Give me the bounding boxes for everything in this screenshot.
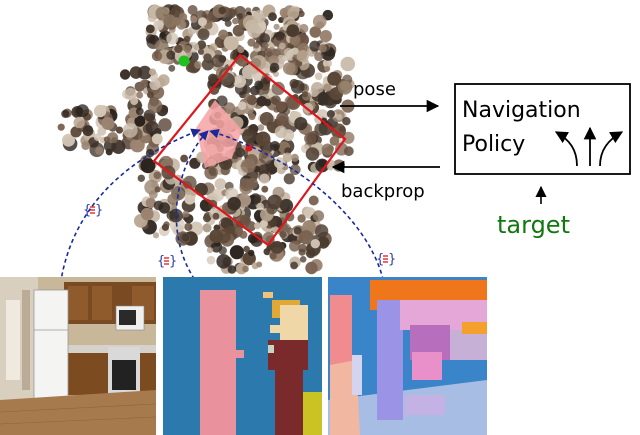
rgb-link <box>57 128 201 319</box>
pose-label: pose <box>353 79 396 100</box>
policy-title-line2: Policy <box>462 132 525 157</box>
branching-arrows-icon <box>554 126 624 167</box>
feature-vector-icon: { } <box>376 252 396 267</box>
instance-segmentation-image <box>328 277 487 435</box>
navigation-policy-box: Navigation Policy <box>454 83 631 175</box>
agent-marker <box>245 144 253 152</box>
svg-text:}: } <box>169 254 177 269</box>
svg-text:}: } <box>388 252 396 267</box>
goal-marker <box>178 55 190 67</box>
point-cloud-map <box>57 4 356 275</box>
target-label: target <box>497 211 570 239</box>
svg-text:{: { <box>157 254 165 269</box>
svg-text:}: } <box>95 203 103 218</box>
svg-text:{: { <box>376 252 384 267</box>
semantic-segmentation-image <box>163 277 322 435</box>
rgb-kitchen-image <box>0 277 156 435</box>
svg-text:{: { <box>83 203 91 218</box>
policy-title-line1: Navigation <box>462 98 581 123</box>
feature-vector-icon: { } <box>157 254 177 269</box>
target-arrow: target <box>497 185 570 239</box>
backprop-label: backprop <box>341 181 425 202</box>
pose-arrow: pose <box>340 79 440 113</box>
feature-vector-icon: { } <box>83 203 103 218</box>
backprop-arrow: backprop <box>331 160 440 202</box>
